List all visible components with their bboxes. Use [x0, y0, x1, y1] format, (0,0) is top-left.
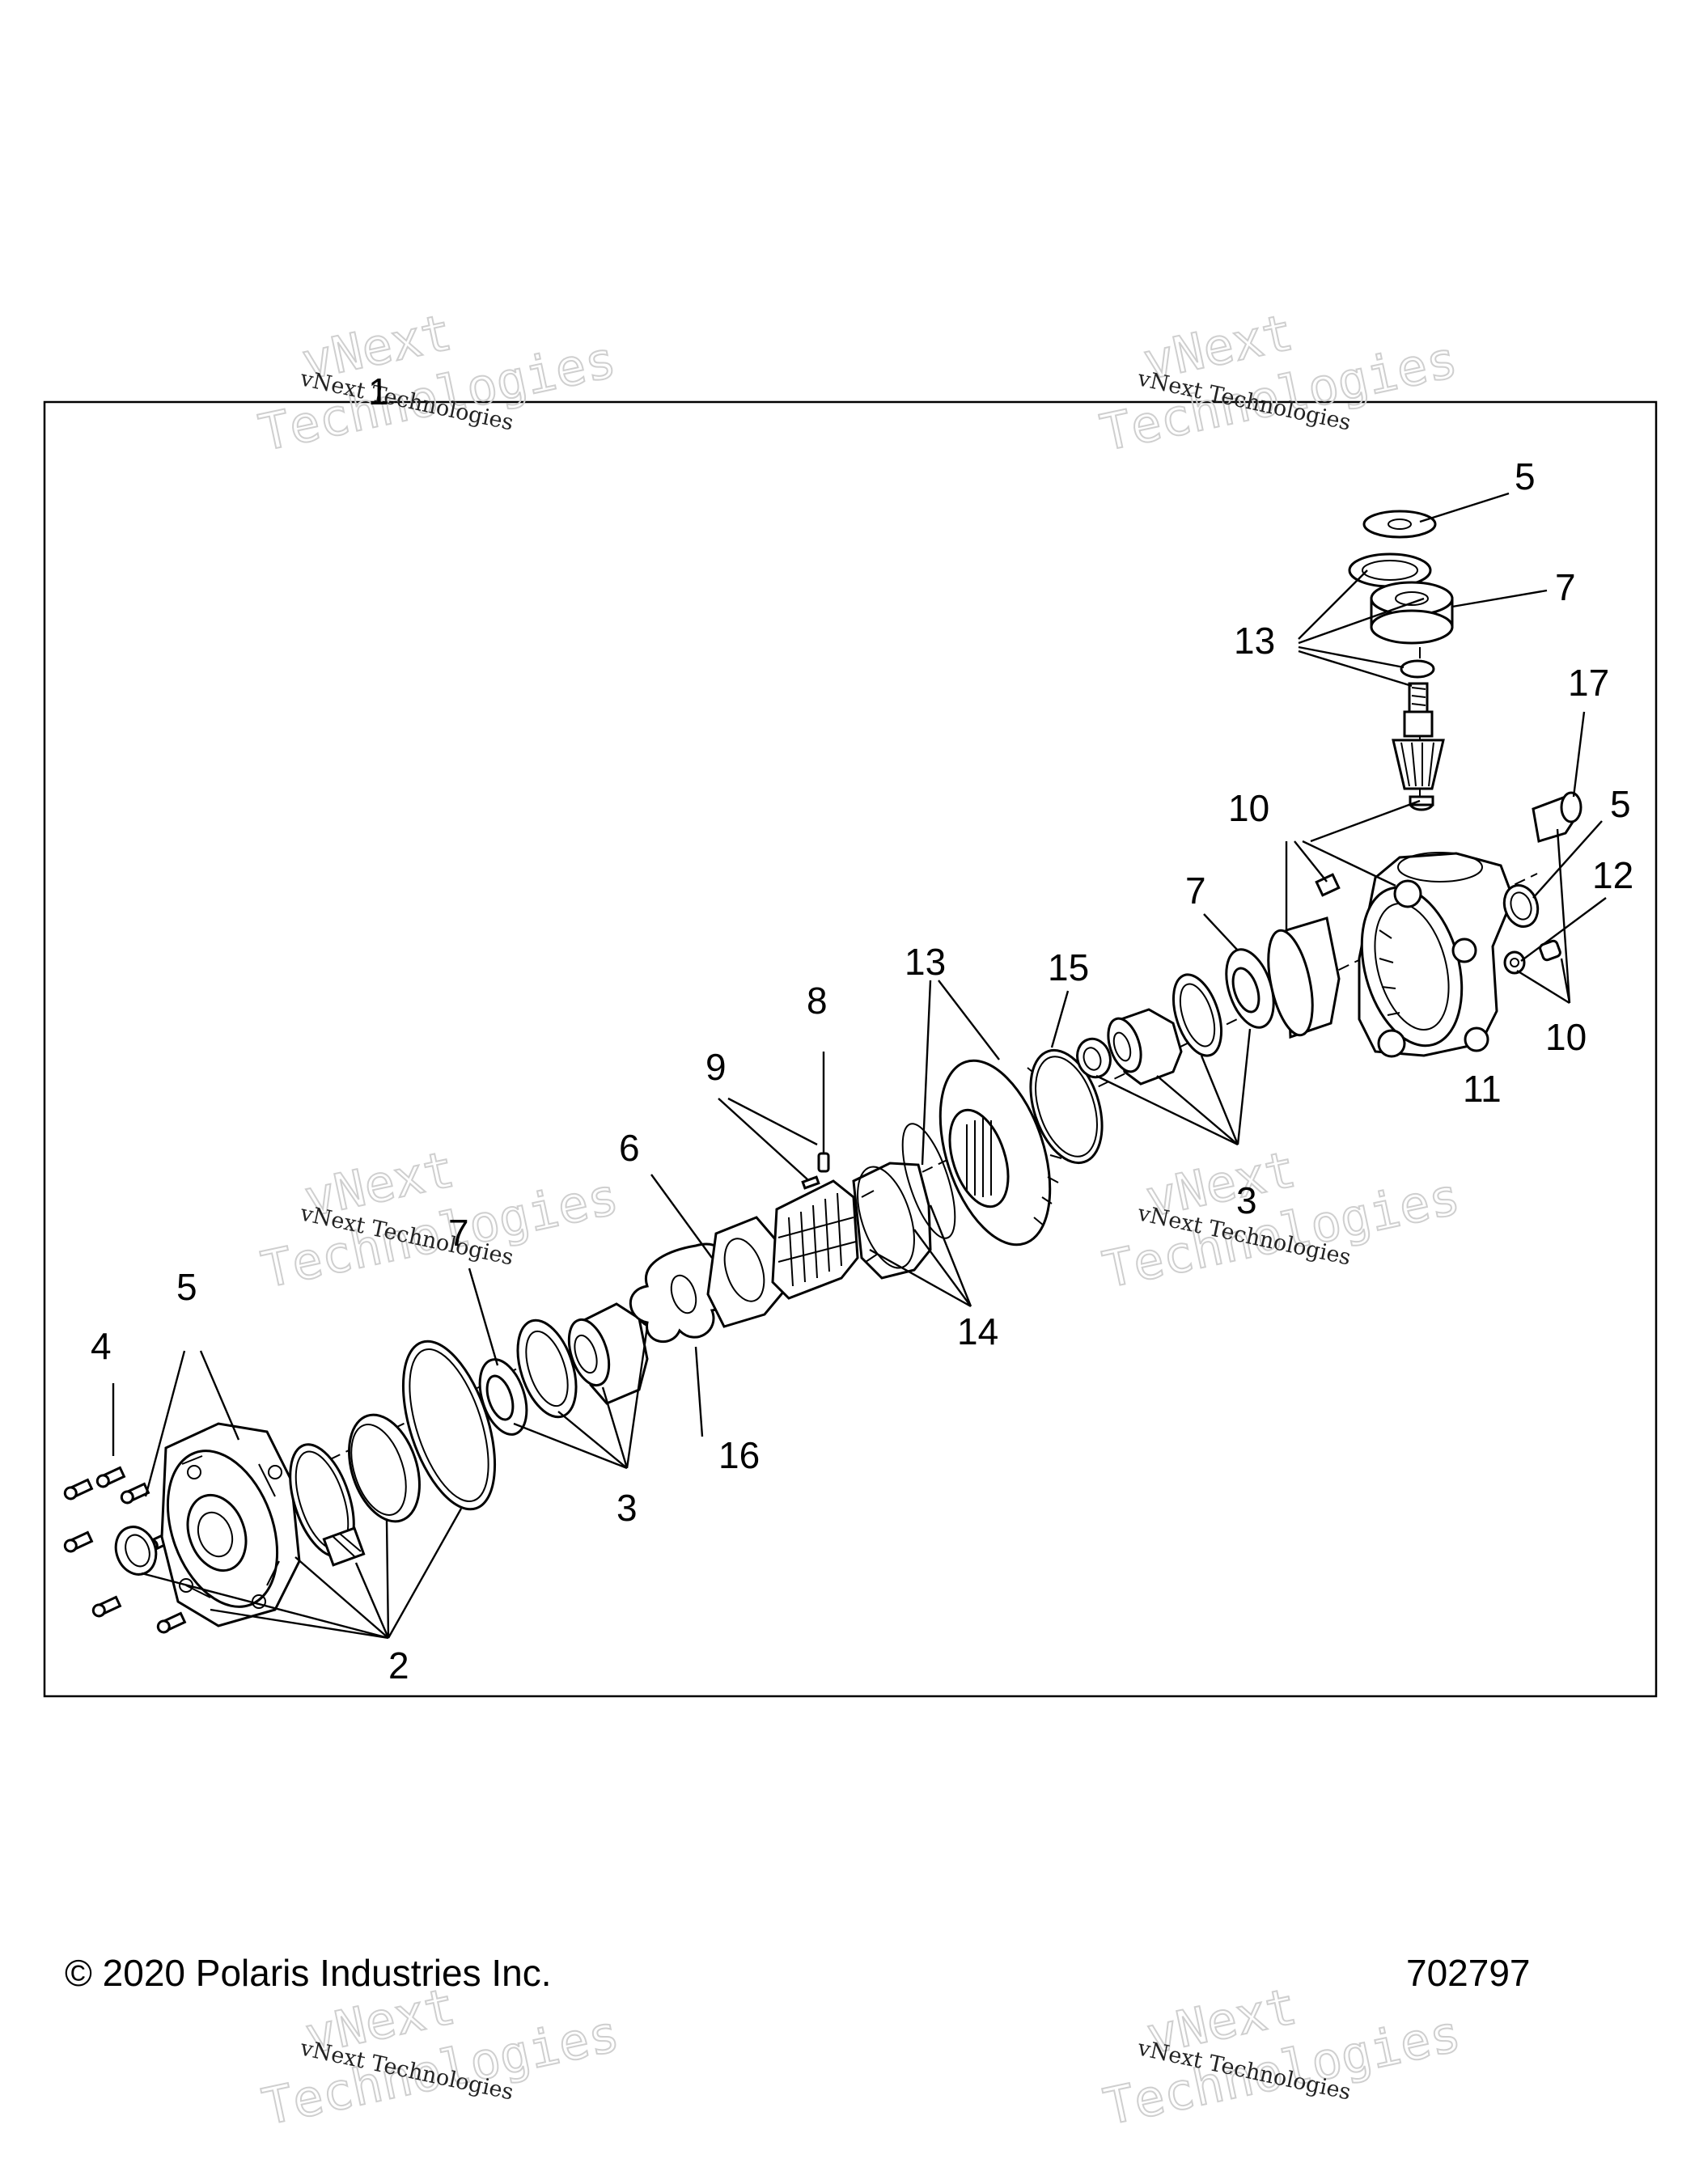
callout-5-right: 5	[1610, 783, 1631, 825]
pinion-bearing-7	[1370, 581, 1454, 645]
oring-15	[1029, 1048, 1104, 1165]
armature-plate	[706, 1216, 786, 1328]
pin-8	[817, 1152, 830, 1173]
callout-10-upper: 10	[1228, 787, 1269, 829]
callout-9: 9	[705, 1046, 727, 1088]
bolt-group	[63, 1466, 187, 1634]
watermark-mid-left: vNext Technologies	[256, 1138, 624, 1300]
bearing-race-left	[348, 1413, 421, 1523]
shim-right	[1172, 973, 1222, 1057]
callout-7-top: 7	[1555, 566, 1576, 608]
callout-7-left: 7	[448, 1212, 469, 1254]
callout-13-mid: 13	[905, 941, 946, 983]
plug-12	[1539, 939, 1561, 962]
callout-7-right: 7	[1185, 870, 1206, 912]
spacer-ring-14	[901, 1123, 956, 1239]
shim-13	[1400, 659, 1435, 679]
callout-13-top: 13	[1234, 620, 1275, 662]
callout-1: 1	[368, 370, 389, 413]
callout-3-left: 3	[616, 1487, 638, 1529]
drawing-number: 702797	[1406, 1952, 1531, 1994]
callout-11: 11	[1463, 1068, 1502, 1110]
callout-3-right: 3	[1236, 1179, 1257, 1221]
ring-gear	[938, 1059, 1062, 1246]
callout-15: 15	[1048, 946, 1089, 988]
seal-right-5	[1502, 884, 1540, 928]
hub-collar-left	[567, 1302, 649, 1405]
callout-12: 12	[1592, 854, 1633, 896]
connector-block	[322, 1526, 366, 1567]
oring-left	[289, 1443, 355, 1558]
watermark-top-right: vNext Technologies	[1095, 302, 1463, 463]
main-housing	[1358, 852, 1515, 1058]
copyright-text: © 2020 Polaris Industries Inc.	[65, 1952, 552, 1994]
diagram-frame	[43, 400, 1658, 1698]
snap-ring-left	[516, 1318, 578, 1419]
callout-5-top: 5	[1515, 455, 1536, 497]
pinion-plug	[1409, 795, 1434, 811]
leader-lines	[112, 492, 1607, 1640]
callout-5-left: 5	[176, 1266, 197, 1308]
sleeve-10	[1267, 916, 1341, 1039]
callout-17: 17	[1568, 662, 1609, 704]
pin-9	[801, 1175, 820, 1190]
breather-fitting	[1315, 873, 1341, 897]
callout-4: 4	[91, 1325, 112, 1367]
bushing-17	[1532, 791, 1582, 843]
seal-left	[114, 1526, 158, 1576]
hub-collar-right	[1107, 1008, 1183, 1086]
roll-cage	[771, 1179, 859, 1300]
bearing-7-left	[478, 1358, 528, 1436]
watermark-top-left: vNext Technologies	[253, 302, 621, 463]
callout-14: 14	[957, 1310, 998, 1352]
pinion-gear	[1392, 682, 1445, 790]
callout-6: 6	[619, 1127, 640, 1169]
callout-16: 16	[718, 1434, 760, 1476]
left-cover-housing	[160, 1422, 301, 1627]
nut-11	[1503, 950, 1526, 975]
callout-2: 2	[388, 1644, 409, 1687]
pinion-seal-5	[1362, 510, 1437, 539]
callout-8: 8	[807, 980, 828, 1022]
callout-10-lower: 10	[1545, 1016, 1587, 1058]
